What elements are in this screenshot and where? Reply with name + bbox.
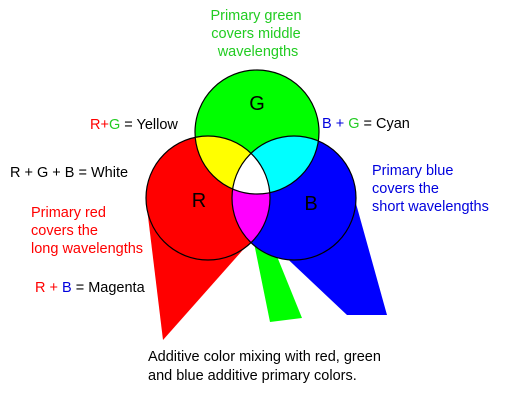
blue-caption: Primary blue covers the short wavelength…	[372, 163, 489, 215]
magenta-eq-plus: +	[45, 280, 62, 296]
diagram-caption: Additive color mixing with red, green an…	[148, 349, 385, 384]
green-caption: Primary green covers middle wavelengths	[210, 8, 305, 60]
diagram-caption-line: and blue additive primary colors.	[148, 368, 357, 384]
red-caption: Primary red covers the long wavelengths	[31, 205, 143, 257]
green-caption-line: wavelengths	[217, 44, 299, 60]
cyan-eq-g: G	[348, 116, 359, 132]
cyan-overlap	[232, 136, 319, 194]
cyan-eq-b: B	[322, 116, 332, 132]
yellow-eq-g: G	[109, 117, 120, 133]
white-equation: R + G + B = White	[10, 165, 128, 181]
blue-caption-line: short wavelengths	[372, 199, 489, 215]
yellow-equation: R+G = Yellow	[90, 117, 178, 133]
cyan-equation: B + G = Cyan	[322, 116, 410, 132]
yellow-overlap	[195, 136, 270, 194]
green-caption-line: Primary green	[210, 8, 301, 24]
green-caption-line: covers middle	[211, 26, 300, 42]
red-circle-letter: R	[192, 190, 206, 212]
magenta-eq-r: R	[35, 280, 45, 296]
yellow-eq-rest: = Yellow	[120, 117, 178, 133]
magenta-eq-b: B	[62, 280, 72, 296]
blue-caption-line: Primary blue	[372, 163, 453, 179]
blue-caption-line: covers the	[372, 181, 439, 197]
green-beam	[253, 238, 302, 322]
red-caption-line: Primary red	[31, 205, 106, 221]
red-caption-line: covers the	[31, 223, 98, 239]
blue-circle-letter: B	[304, 193, 317, 215]
green-circle-letter: G	[249, 93, 265, 115]
cyan-eq-plus: +	[332, 116, 349, 132]
blue-circle-outline	[231, 135, 357, 261]
yellow-eq-r: R	[90, 117, 100, 133]
magenta-eq-rest: = Magenta	[72, 280, 146, 296]
red-caption-line: long wavelengths	[31, 241, 143, 257]
cyan-eq-rest: = Cyan	[359, 116, 409, 132]
red-circle-outline	[145, 135, 271, 261]
diagram-caption-line: Additive color mixing with red, green	[148, 349, 381, 365]
magenta-equation: R + B = Magenta	[35, 280, 146, 296]
yellow-eq-plus: +	[100, 117, 108, 133]
green-circle-outline	[194, 69, 320, 195]
